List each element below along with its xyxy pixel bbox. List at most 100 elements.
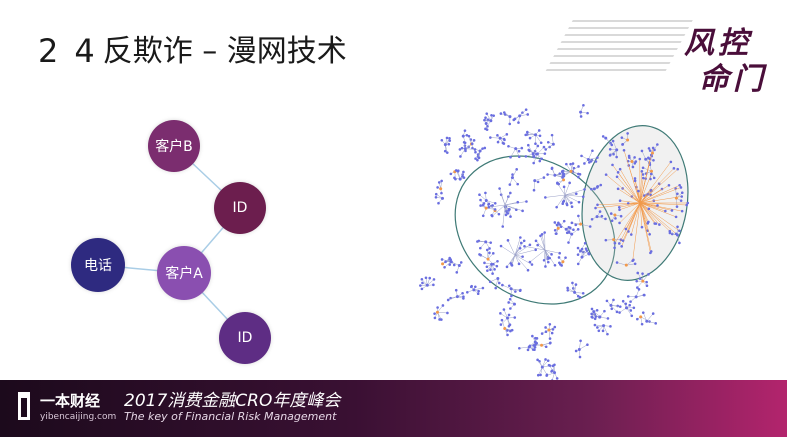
net-node xyxy=(610,143,614,147)
net-node xyxy=(593,317,597,321)
hub-edge xyxy=(639,202,649,209)
net-node xyxy=(680,209,684,213)
net-node xyxy=(434,192,438,196)
net-edge xyxy=(537,244,546,251)
hub-edge xyxy=(639,147,654,204)
net-node xyxy=(551,142,555,146)
net-node xyxy=(502,142,506,145)
net-node xyxy=(564,227,568,231)
net-node xyxy=(445,136,449,140)
net-node xyxy=(433,312,436,315)
net-node xyxy=(531,152,535,156)
net-node xyxy=(510,294,513,298)
cluster-ring xyxy=(454,155,616,305)
net-node xyxy=(664,209,667,213)
net-edge xyxy=(551,135,554,145)
net-node xyxy=(534,142,537,146)
net-node xyxy=(679,186,683,189)
hub-edge xyxy=(639,202,687,206)
net-node xyxy=(492,114,495,117)
net-node xyxy=(566,286,569,290)
net-node xyxy=(637,288,641,291)
net-edge xyxy=(504,192,511,206)
net-edge xyxy=(581,248,587,258)
net-node xyxy=(570,201,573,205)
net-node xyxy=(507,324,511,328)
net-node xyxy=(628,303,631,307)
net-node xyxy=(420,287,424,291)
net-node xyxy=(568,226,572,230)
net-node xyxy=(577,214,580,218)
net-node xyxy=(463,129,467,132)
net-node xyxy=(458,148,462,151)
net-node xyxy=(519,236,522,239)
net-node xyxy=(492,262,495,266)
hub-edge xyxy=(638,191,641,204)
net-node xyxy=(477,156,481,160)
net-node xyxy=(656,204,659,207)
net-node xyxy=(579,115,583,118)
net-node xyxy=(640,225,644,229)
net-node xyxy=(547,328,551,332)
net-node xyxy=(526,113,530,116)
net-node xyxy=(579,249,583,253)
net-node xyxy=(638,157,642,161)
net-node xyxy=(533,179,537,183)
net-node xyxy=(532,155,536,159)
net-node xyxy=(632,306,636,310)
net-node xyxy=(448,136,451,140)
net-node xyxy=(570,232,574,236)
net-edge xyxy=(528,145,534,154)
net-node xyxy=(421,281,424,285)
net-node xyxy=(478,193,481,197)
hub-edge xyxy=(639,202,655,224)
net-node xyxy=(516,200,520,204)
net-node xyxy=(443,143,447,147)
net-node xyxy=(538,159,542,163)
net-node xyxy=(621,239,625,242)
net-node xyxy=(649,172,653,176)
net-node xyxy=(590,312,593,316)
net-node xyxy=(522,239,526,243)
net-node xyxy=(461,291,464,295)
net-node xyxy=(428,276,432,280)
net-edge xyxy=(506,254,516,267)
net-node xyxy=(501,225,505,228)
net-edge xyxy=(616,262,627,266)
net-node xyxy=(645,280,648,284)
net-edge xyxy=(545,194,566,198)
net-node xyxy=(530,263,534,266)
net-node xyxy=(481,147,484,150)
net-node xyxy=(443,266,446,269)
net-node xyxy=(679,199,683,202)
event-title: 2017消费金融CRO年度峰会 xyxy=(124,391,341,411)
hub-edge xyxy=(617,172,641,204)
net-node xyxy=(648,232,651,236)
net-node xyxy=(558,261,561,265)
net-node xyxy=(548,337,552,340)
net-node xyxy=(485,248,489,252)
net-node xyxy=(503,327,507,331)
net-node xyxy=(534,248,538,252)
net-node xyxy=(479,246,482,250)
brand-line-1: 风控 xyxy=(684,26,752,61)
net-node xyxy=(680,191,684,195)
net-edge xyxy=(605,137,612,146)
net-node xyxy=(651,146,655,150)
hub-edge xyxy=(623,150,641,204)
net-node xyxy=(484,206,488,210)
net-node xyxy=(555,377,559,380)
net-node xyxy=(616,187,620,191)
net-node xyxy=(467,134,471,138)
net-node xyxy=(591,149,594,153)
net-node xyxy=(505,133,509,136)
net-node xyxy=(507,144,510,148)
net-node xyxy=(487,203,490,206)
hub-edge xyxy=(639,202,673,211)
net-node xyxy=(640,149,644,153)
net-node xyxy=(488,280,492,284)
net-node xyxy=(579,339,582,343)
net-node xyxy=(458,177,462,181)
net-node xyxy=(476,158,479,162)
hub-edge xyxy=(616,176,641,204)
